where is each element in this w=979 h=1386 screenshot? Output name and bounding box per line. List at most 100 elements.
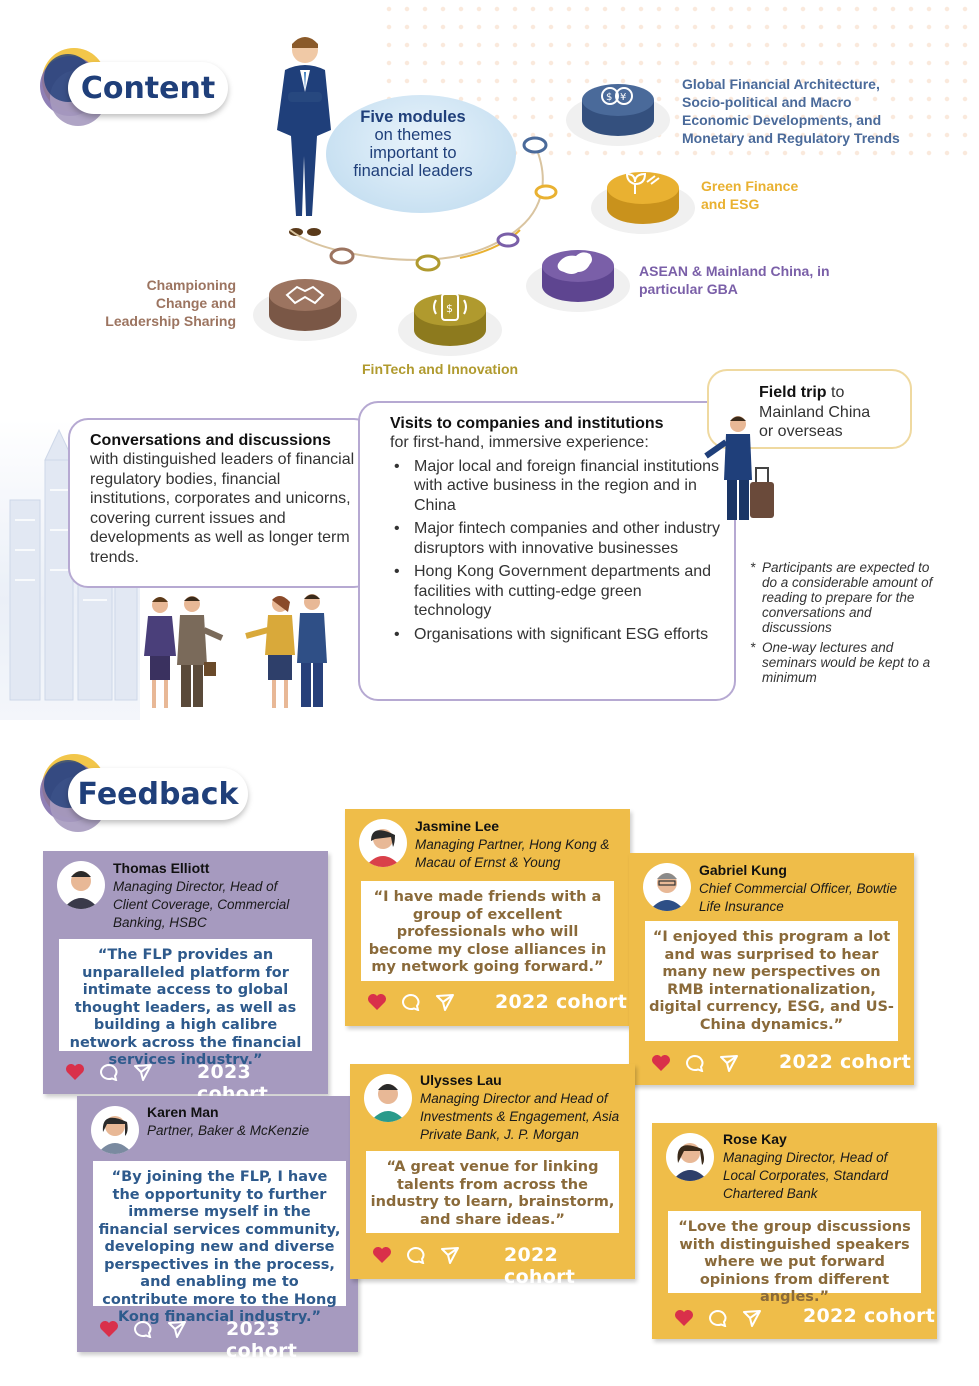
quote-box: “I enjoyed this program a lot and was su… bbox=[645, 921, 898, 1041]
share-icon[interactable] bbox=[167, 1320, 187, 1338]
comment-icon[interactable] bbox=[99, 1063, 119, 1081]
quote-box: “A great venue for linking talents from … bbox=[366, 1151, 619, 1233]
module-label-fintech: FinTech and Innovation bbox=[362, 361, 519, 377]
note-reading: Participants are expected to do a consid… bbox=[750, 560, 935, 635]
person-role: Partner, Baker & McKenzie bbox=[147, 1123, 310, 1138]
comment-icon[interactable] bbox=[685, 1054, 705, 1072]
person-name: Karen Man bbox=[147, 1104, 219, 1120]
feedback-card: Rose Kay Managing Director, Head of Loca… bbox=[652, 1123, 937, 1339]
visits-subtitle: for first-hand, immersive experience: bbox=[390, 434, 649, 451]
cohort-label: 2022 cohort bbox=[495, 991, 628, 1013]
person-role: Managing Director and Head of Investment… bbox=[420, 1091, 620, 1142]
feedback-card: Karen Man Partner, Baker & McKenzie “By … bbox=[77, 1096, 358, 1362]
modules-center-text: Five modules on themes important to fina… bbox=[330, 108, 496, 180]
heart-icon[interactable] bbox=[651, 1054, 671, 1072]
card-actions bbox=[367, 993, 455, 1011]
heart-icon[interactable] bbox=[65, 1063, 85, 1081]
card-actions bbox=[99, 1320, 187, 1338]
module-label-asean: ASEAN & Mainland China, in particular GB… bbox=[639, 263, 830, 297]
feedback-card: Ulysses Lau Managing Director and Head o… bbox=[350, 1064, 635, 1288]
share-icon[interactable] bbox=[440, 1246, 460, 1264]
visits-title: Visits to companies and institutions bbox=[390, 415, 664, 432]
cohort-label: 2022 cohort bbox=[803, 1305, 936, 1327]
person-role: Managing Director, Head of Local Corpora… bbox=[723, 1150, 889, 1201]
comment-icon[interactable] bbox=[401, 993, 421, 1011]
note-lectures: One-way lectures and seminars would be k… bbox=[750, 640, 935, 685]
feedback-title: Feedback bbox=[68, 768, 248, 820]
share-icon[interactable] bbox=[435, 993, 455, 1011]
quote-box: “Love the group discussions with disting… bbox=[668, 1211, 921, 1305]
feedback-card: Jasmine Lee Managing Partner, Hong Kong … bbox=[345, 809, 630, 1026]
person-role: Managing Partner, Hong Kong & Macau of E… bbox=[415, 837, 610, 870]
center-line-3: important to bbox=[369, 144, 457, 162]
quote-box: “By joining the FLP, I have the opportun… bbox=[93, 1161, 346, 1325]
avatar bbox=[364, 1074, 412, 1122]
visits-item: Major local and foreign financial instit… bbox=[390, 457, 720, 516]
card-actions bbox=[651, 1054, 739, 1072]
comment-icon[interactable] bbox=[708, 1309, 728, 1327]
center-line-4: financial leaders bbox=[353, 162, 473, 180]
visits-list: Major local and foreign financial instit… bbox=[390, 457, 720, 645]
card-actions bbox=[372, 1246, 460, 1264]
notes: Participants are expected to do a consid… bbox=[750, 560, 935, 690]
svg-text:$: $ bbox=[446, 302, 453, 315]
module-connector-path bbox=[289, 136, 558, 272]
avatar bbox=[666, 1133, 714, 1181]
cohort-label: 2022 cohort bbox=[779, 1051, 912, 1073]
conversations-box: Conversations and discussions with disti… bbox=[68, 418, 374, 588]
people-networking-illustration bbox=[144, 594, 327, 708]
heart-icon[interactable] bbox=[674, 1309, 694, 1327]
visits-item: Hong Kong Government departments and fac… bbox=[390, 562, 720, 621]
person-name: Rose Kay bbox=[723, 1131, 787, 1147]
field-trip-overseas: or overseas bbox=[759, 423, 843, 440]
visits-item: Major fintech companies and other indust… bbox=[390, 519, 720, 558]
avatar bbox=[91, 1106, 139, 1154]
quote-box: “The FLP provides an unparalleled platfo… bbox=[59, 939, 312, 1068]
visits-box: Visits to companies and institutions for… bbox=[358, 401, 736, 701]
field-trip-destination: Mainland China bbox=[759, 403, 871, 421]
person-name: Thomas Elliott bbox=[113, 860, 210, 876]
feedback-card: Thomas Elliott Managing Director, Head o… bbox=[43, 851, 328, 1105]
heart-icon[interactable] bbox=[372, 1246, 392, 1264]
person-name: Ulysses Lau bbox=[420, 1072, 502, 1088]
conversations-body: with distinguished leaders of financial … bbox=[90, 451, 355, 566]
businessman-illustration bbox=[277, 37, 331, 236]
module-label-leadership: Championing Change and Leadership Sharin… bbox=[105, 277, 236, 329]
china-map-icon bbox=[526, 250, 630, 312]
share-icon[interactable] bbox=[742, 1309, 762, 1327]
heart-icon[interactable] bbox=[367, 993, 387, 1011]
center-disc bbox=[326, 95, 516, 213]
person-name: Gabriel Kung bbox=[699, 862, 787, 878]
handshake-icon bbox=[253, 279, 357, 341]
person-role: Managing Director, Head of Client Covera… bbox=[113, 879, 290, 930]
cohort-label: 2023 cohort bbox=[226, 1318, 298, 1362]
field-trip-to: to bbox=[826, 384, 845, 401]
center-line-1: Five modules bbox=[360, 108, 466, 126]
comment-icon[interactable] bbox=[133, 1320, 153, 1338]
conversations-title: Conversations and discussions bbox=[90, 432, 331, 449]
card-actions bbox=[674, 1309, 762, 1327]
person-role: Chief Commercial Officer, Bowtie Life In… bbox=[699, 881, 898, 914]
share-icon[interactable] bbox=[719, 1054, 739, 1072]
share-icon[interactable] bbox=[133, 1063, 153, 1081]
field-trip-bold: Field trip bbox=[759, 384, 827, 401]
comment-icon[interactable] bbox=[406, 1246, 426, 1264]
avatar bbox=[643, 863, 691, 911]
feedback-card: Gabriel Kung Chief Commercial Officer, B… bbox=[629, 853, 914, 1085]
module-label-green: Green Finance and ESG bbox=[701, 178, 799, 212]
visits-item: Organisations with significant ESG effor… bbox=[390, 625, 720, 645]
globe-currency-icon: $ ¥ bbox=[566, 84, 670, 146]
traveler-illustration bbox=[704, 416, 774, 520]
quote-box: “I have made friends with a group of exc… bbox=[361, 881, 614, 981]
mobile-payment-icon: $ bbox=[398, 293, 502, 356]
card-actions bbox=[65, 1063, 153, 1081]
module-label-global: Global Financial Architecture, Socio-pol… bbox=[682, 76, 900, 146]
avatar bbox=[57, 861, 105, 909]
avatar bbox=[359, 819, 407, 867]
content-title: Content bbox=[68, 62, 228, 114]
cohort-label: 2022 cohort bbox=[504, 1244, 576, 1288]
svg-text:$: $ bbox=[606, 92, 612, 103]
center-line-2: on themes bbox=[374, 126, 452, 144]
plant-plug-icon bbox=[591, 172, 695, 234]
heart-icon[interactable] bbox=[99, 1320, 119, 1338]
